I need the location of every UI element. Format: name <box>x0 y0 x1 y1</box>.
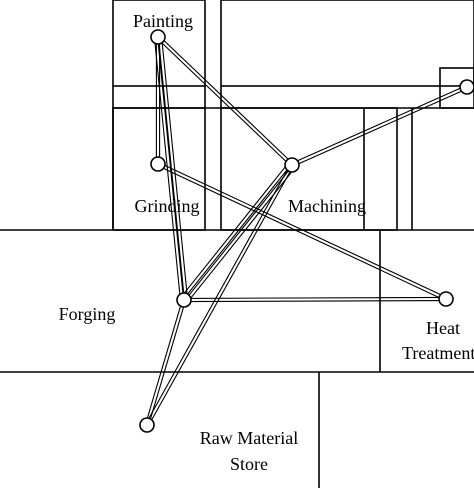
label-heat-treatment-1: Heat <box>426 318 460 338</box>
label-heat-treatment-2: Treatment <box>402 343 474 363</box>
flow-forging-heat-treatment-stroke-1 <box>183 296 446 299</box>
flow-machining-forging-b-stroke-2 <box>180 162 290 298</box>
flow-forging-heat-treatment-stroke-2 <box>184 300 447 303</box>
flow-machining-raw-material-stroke-1 <box>147 165 294 427</box>
flow-machining-raw-material-stroke-2 <box>145 163 292 425</box>
flow-forging-raw-material-stroke-2 <box>144 299 183 425</box>
flow-machining-corner-stroke-1 <box>291 85 467 165</box>
flow-grinding-heat-treatment-stroke-1 <box>158 162 447 299</box>
node-heat-treatment <box>438 291 454 307</box>
node-grinding <box>150 156 166 172</box>
label-painting: Painting <box>133 11 193 31</box>
label-forging: Forging <box>59 304 116 324</box>
label-raw-material-2: Store <box>230 454 268 474</box>
flow-machining-corner-stroke-2 <box>292 87 468 167</box>
label-raw-material-1: Raw Material <box>200 428 298 448</box>
flow-machining-forging-a-stroke-1 <box>186 167 296 303</box>
upper-right-room <box>220 0 474 87</box>
node-corner <box>459 79 474 95</box>
flow-painting-forging-a-stroke-1 <box>161 36 189 300</box>
label-machining: Machining <box>288 196 366 216</box>
node-forging <box>176 292 192 308</box>
flow-painting-machining-stroke-2 <box>156 37 292 167</box>
flow-forging-raw-material-stroke-1 <box>148 300 187 426</box>
flow-machining-forging-a-stroke-2 <box>184 165 294 301</box>
flow-grinding-heat-treatment-stroke-2 <box>157 164 446 301</box>
flow-painting-machining-stroke-1 <box>158 35 294 165</box>
label-grinding: Grinding <box>135 196 200 216</box>
flow-machining-forging-b-stroke-1 <box>182 164 292 300</box>
flow-nodes <box>139 29 474 433</box>
node-raw-material <box>139 417 155 433</box>
node-painting <box>150 29 166 45</box>
node-machining <box>284 157 300 173</box>
flow-painting-forging-b-stroke-2 <box>153 37 181 301</box>
material-flow-lines <box>144 35 468 427</box>
